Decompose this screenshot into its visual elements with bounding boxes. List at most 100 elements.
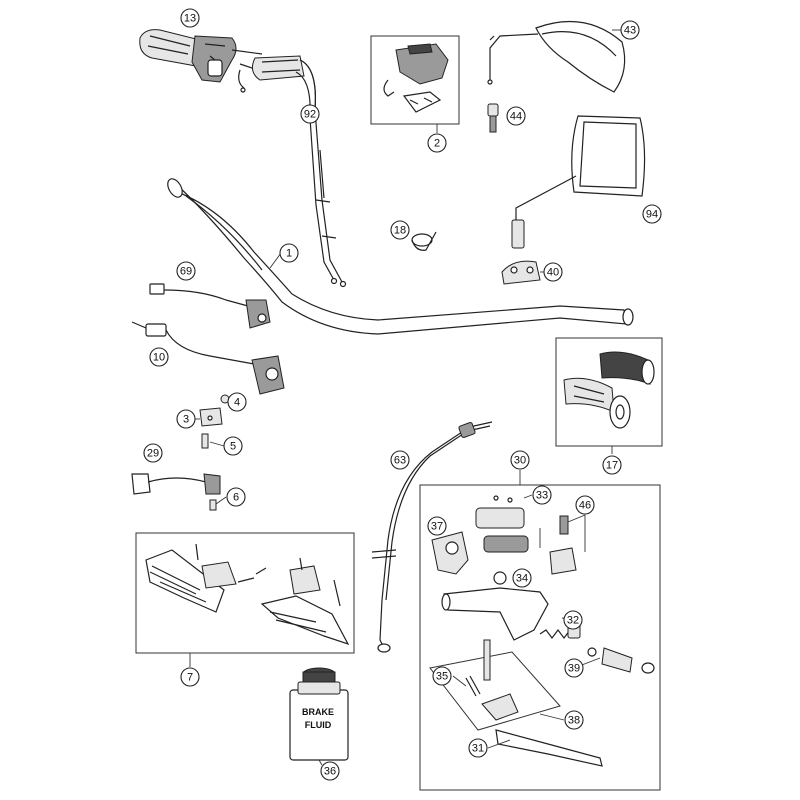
callout-number: 7 <box>187 672 193 684</box>
callout-number: 39 <box>568 663 580 675</box>
callout-number: 35 <box>436 671 448 683</box>
callout-69: 69 <box>176 261 196 281</box>
hand-guards-part <box>146 544 348 644</box>
throttle-grip-part <box>140 30 262 82</box>
callout-circle <box>506 106 526 126</box>
callout-number: 10 <box>153 352 165 364</box>
callout-number: 92 <box>304 109 316 121</box>
callout-number: 2 <box>434 138 440 150</box>
callout-4: 4 <box>227 392 247 412</box>
callout-circle <box>176 261 196 281</box>
callout-number: 13 <box>184 13 196 25</box>
callout-number: 17 <box>606 460 618 472</box>
callout-number: 37 <box>431 521 443 533</box>
callout-circle <box>180 667 200 687</box>
brake-cylinder-part <box>430 496 654 766</box>
callout-36: 36 <box>320 761 340 781</box>
throttle-cables-part <box>239 56 346 287</box>
switch-part <box>384 44 448 112</box>
callout-number: 32 <box>567 615 579 627</box>
callout-34: 34 <box>512 568 532 588</box>
callout-13: 13 <box>180 8 200 28</box>
callout-circle <box>427 516 447 536</box>
handlebar-clamp-part <box>502 261 540 284</box>
callout-circle <box>226 487 246 507</box>
callout-circle <box>223 436 243 456</box>
callout-number: 36 <box>324 766 336 778</box>
callout-circle <box>532 485 552 505</box>
brake-fluid-bottle-part: BRAKE FLUID <box>290 668 348 760</box>
kill-switch-part <box>150 284 270 328</box>
callout-31: 31 <box>468 738 488 758</box>
callout-circle <box>143 443 163 463</box>
handlebar-part <box>165 176 633 334</box>
square-mirror-part <box>512 116 645 248</box>
callout-7: 7 <box>180 667 200 687</box>
callout-number: 63 <box>394 455 406 467</box>
callout-number: 5 <box>230 441 236 453</box>
brake-line-part <box>372 422 492 652</box>
callout-number: 40 <box>547 267 559 279</box>
callout-30: 30 <box>510 450 530 470</box>
callout-number: 44 <box>510 111 522 123</box>
callout-number: 43 <box>624 25 636 37</box>
callout-number: 3 <box>183 414 189 426</box>
round-mirror-part <box>488 22 625 92</box>
callout-33: 33 <box>532 485 552 505</box>
grips-part <box>564 352 654 428</box>
callout-number: 29 <box>147 448 159 460</box>
callout-number: 4 <box>234 397 240 409</box>
callout-5: 5 <box>223 436 243 456</box>
callout-35: 35 <box>432 666 452 686</box>
hand-guards-detail-box <box>135 532 355 654</box>
callout-circle <box>575 495 595 515</box>
callout-39: 39 <box>564 658 584 678</box>
grips-detail-box <box>555 337 663 447</box>
callout-63: 63 <box>390 450 410 470</box>
callout-circle <box>176 409 196 429</box>
callout-circle <box>468 738 488 758</box>
combination-switch-part <box>132 322 284 394</box>
callout-number: 31 <box>472 743 484 755</box>
callout-43: 43 <box>620 20 640 40</box>
callout-number: 18 <box>394 225 406 237</box>
callout-circle <box>227 392 247 412</box>
callout-number: 30 <box>514 455 526 467</box>
callout-circle <box>432 666 452 686</box>
callout-38: 38 <box>564 710 584 730</box>
callout-number: 94 <box>646 209 658 221</box>
callout-2: 2 <box>427 133 447 153</box>
callout-circle <box>543 262 563 282</box>
callout-number: 6 <box>233 492 239 504</box>
mirror-adapter-part <box>488 104 498 132</box>
callout-40: 40 <box>543 262 563 282</box>
callout-32: 32 <box>563 610 583 630</box>
callout-1: 1 <box>279 243 299 263</box>
callout-circle <box>564 710 584 730</box>
callout-10: 10 <box>149 347 169 367</box>
callout-circle <box>512 568 532 588</box>
clutch-switch-bits-part <box>200 395 229 448</box>
callout-94: 94 <box>642 204 662 224</box>
callout-circle <box>390 220 410 240</box>
callout-3: 3 <box>176 409 196 429</box>
callout-circle <box>510 450 530 470</box>
switch-detail-box <box>370 35 460 125</box>
wire-clip-part <box>412 232 436 250</box>
callout-number: 34 <box>516 573 528 585</box>
callout-circle <box>180 8 200 28</box>
callout-number: 38 <box>568 715 580 727</box>
callout-18: 18 <box>390 220 410 240</box>
hot-start-switch-part <box>132 474 220 510</box>
callout-29: 29 <box>143 443 163 463</box>
brake-cylinder-detail-box <box>419 484 661 791</box>
callout-number: 1 <box>286 248 292 260</box>
callout-circle <box>149 347 169 367</box>
callout-circle <box>427 133 447 153</box>
callout-6: 6 <box>226 487 246 507</box>
callout-17: 17 <box>602 455 622 475</box>
callout-circle <box>563 610 583 630</box>
